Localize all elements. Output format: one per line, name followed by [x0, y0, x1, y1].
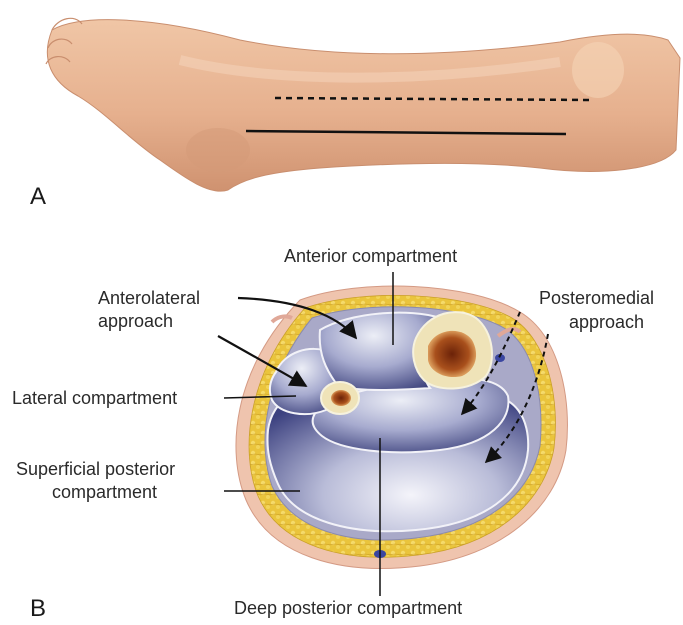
- anterior-compartment-label: Anterior compartment: [284, 246, 457, 266]
- lateral-compartment-label: Lateral compartment: [12, 388, 177, 408]
- anterolateral-approach-label-line1: Anterolateral: [98, 288, 200, 308]
- superficial-posterior-label-line1: Superficial posterior: [16, 459, 175, 479]
- panel-label-a: A: [30, 183, 46, 210]
- superficial-posterior-label-line2: compartment: [52, 482, 157, 502]
- posteromedial-approach-label-line1: Posteromedial: [539, 288, 654, 308]
- leg-illustration: [46, 18, 680, 191]
- anterolateral-approach-label-line2: approach: [98, 311, 173, 331]
- cross-section: [236, 286, 567, 568]
- deep-posterior-compartment-label: Deep posterior compartment: [234, 598, 462, 618]
- posteromedial-approach-label-line2: approach: [569, 312, 644, 332]
- panel-label-b: B: [30, 595, 46, 622]
